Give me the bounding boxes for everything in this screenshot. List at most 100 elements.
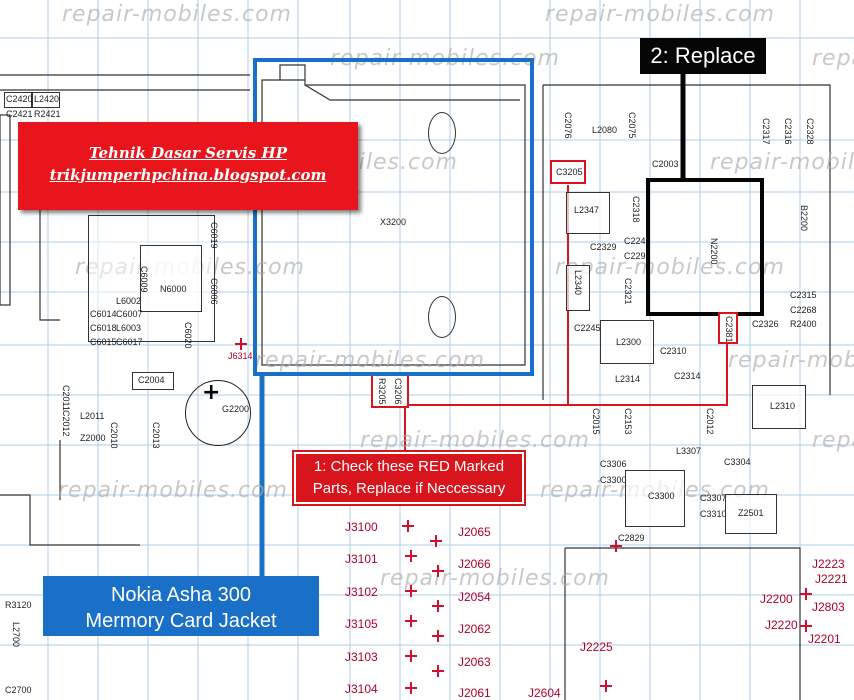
check-callout-line2: Parts, Replace if Neccessary bbox=[312, 480, 506, 497]
component-c2314: C2314 bbox=[674, 371, 701, 381]
component-c2268: C2268 bbox=[790, 305, 817, 315]
component-c3300: C3300 bbox=[600, 475, 627, 485]
component-l6002: L6002 bbox=[116, 296, 142, 306]
label-j3105: J3105 bbox=[345, 617, 378, 631]
component-c2420: C2420 bbox=[6, 94, 33, 104]
component-l2310: L2310 bbox=[770, 401, 796, 411]
component-n2200: N2200 bbox=[709, 238, 719, 265]
component-x3200: X3200 bbox=[380, 217, 407, 227]
component-c2245: C2245 bbox=[574, 323, 601, 333]
component-c6020: C6020 bbox=[183, 322, 193, 349]
label-j2065: J2065 bbox=[458, 525, 491, 539]
test-point bbox=[430, 535, 442, 547]
label-j2200: J2200 bbox=[760, 592, 793, 606]
check-parts-callout: 1: Check these RED Marked Parts, Replace… bbox=[292, 450, 526, 506]
component-z2501: Z2501 bbox=[738, 508, 764, 518]
component-z2000: Z2000 bbox=[80, 433, 106, 443]
component-c6006: C6006 bbox=[209, 278, 219, 305]
test-point bbox=[405, 682, 417, 694]
component-c3205: C3205 bbox=[556, 167, 583, 177]
component-c2153: C2153 bbox=[623, 408, 633, 435]
component-c3307: C3307 bbox=[700, 493, 727, 503]
component-c2291: C2291 bbox=[624, 251, 651, 261]
highlight-c2381 bbox=[718, 312, 738, 344]
component-c2075: C2075 bbox=[627, 112, 637, 139]
component-c2310: C2310 bbox=[660, 346, 687, 356]
socket-hole bbox=[428, 296, 456, 338]
test-point bbox=[800, 620, 812, 632]
component-c2321: C2321 bbox=[623, 278, 633, 305]
test-point bbox=[432, 665, 444, 677]
component-c2317: C2317 bbox=[761, 118, 771, 145]
component-c2700: C2700 bbox=[5, 685, 32, 695]
component-c6018: C6018 bbox=[90, 323, 117, 333]
component-l2700: L2700 bbox=[11, 622, 21, 648]
label-j2604: J2604 bbox=[528, 686, 561, 700]
component-c2318: C2318 bbox=[631, 196, 641, 223]
test-point bbox=[405, 585, 417, 597]
component-l6003: L6003 bbox=[116, 323, 142, 333]
component-l2300: L2300 bbox=[616, 337, 642, 347]
label-j3104: J3104 bbox=[345, 682, 378, 696]
component-c2011: C2011 bbox=[61, 385, 71, 411]
test-point bbox=[405, 650, 417, 662]
component-c2381: C2381 bbox=[724, 316, 734, 343]
component-l2011: L2011 bbox=[80, 411, 105, 421]
label-j3101: J3101 bbox=[345, 552, 378, 566]
component-c2316: C2316 bbox=[783, 118, 793, 145]
label-j2201: J2201 bbox=[808, 632, 841, 646]
component-c6009: C6009 bbox=[139, 266, 149, 293]
check-callout-line1: 1: Check these RED Marked bbox=[313, 458, 505, 475]
component-c2329: C2329 bbox=[590, 242, 617, 252]
component-c2015: C2015 bbox=[591, 408, 601, 435]
label-j3103: J3103 bbox=[345, 650, 378, 664]
label-j2220: J2220 bbox=[765, 618, 798, 632]
component-c2829: C2829 bbox=[618, 533, 645, 543]
banner-url: trikjumperhpchina.blogspot.com bbox=[49, 166, 327, 184]
blog-banner: Tehnik Dasar Servis HP trikjumperhpchina… bbox=[18, 122, 358, 210]
component-l2340: L2340 bbox=[573, 270, 583, 296]
component-c2076: C2076 bbox=[563, 112, 573, 139]
label-j3100: J3100 bbox=[345, 520, 378, 534]
test-point bbox=[405, 615, 417, 627]
component-r2421: R2421 bbox=[34, 109, 61, 119]
component-c3310: C3310 bbox=[700, 509, 727, 519]
test-point bbox=[432, 600, 444, 612]
component-n6000: N6000 bbox=[160, 284, 187, 294]
component-j6314: J6314 bbox=[228, 351, 253, 361]
plus-icon: + bbox=[202, 380, 221, 405]
label-j2066: J2066 bbox=[458, 557, 491, 571]
component-b2200: B2200 bbox=[799, 205, 809, 232]
label-j2221: J2221 bbox=[815, 572, 848, 586]
component-r2400: R2400 bbox=[790, 319, 817, 329]
memory-card-callout: Nokia Asha 300 Mermory Card Jacket bbox=[43, 576, 319, 636]
test-point bbox=[610, 540, 622, 552]
component-c2421: C2421 bbox=[6, 109, 33, 119]
component-c3300b: C3300 bbox=[648, 491, 675, 501]
memory-card-jacket-highlight bbox=[253, 58, 534, 376]
component-c6014: C6014 bbox=[90, 309, 117, 319]
test-point bbox=[600, 680, 612, 692]
component-c2003: C2003 bbox=[652, 159, 679, 169]
component-g2200: G2200 bbox=[222, 404, 250, 414]
component-l2080: L2080 bbox=[592, 125, 618, 135]
component-c2013: C2013 bbox=[151, 422, 161, 449]
test-point bbox=[800, 588, 812, 600]
label-j2225: J2225 bbox=[580, 640, 613, 654]
test-point bbox=[402, 520, 414, 532]
test-point bbox=[235, 338, 247, 350]
label-j2054: J2054 bbox=[458, 590, 491, 604]
component-l3307: L3307 bbox=[676, 446, 702, 456]
label-j2223: J2223 bbox=[812, 557, 845, 571]
component-c2012b: C2012 bbox=[705, 408, 715, 435]
test-point bbox=[432, 630, 444, 642]
component-c2010: C2010 bbox=[109, 422, 119, 449]
battery-g2200 bbox=[185, 380, 251, 446]
component-c2012: C2012 bbox=[61, 410, 71, 437]
card-callout-line1: Nokia Asha 300 bbox=[110, 584, 252, 606]
component-c3206: C3206 bbox=[393, 378, 403, 405]
replace-ic-highlight bbox=[646, 178, 764, 316]
component-c6015: C6015 bbox=[90, 337, 117, 347]
test-point bbox=[405, 550, 417, 562]
